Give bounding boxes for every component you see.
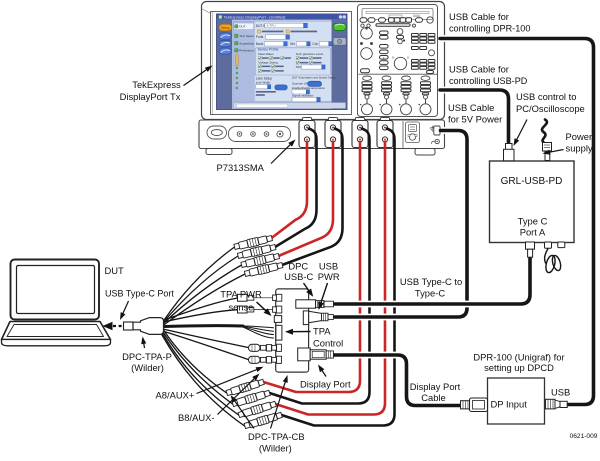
svg-text:Port A: Port A — [520, 227, 546, 238]
svg-text:supply: supply — [566, 143, 593, 154]
svg-text:USB: USB — [319, 261, 338, 272]
svg-text:Con: Con — [312, 42, 318, 46]
svg-text:DPC-TPA-CB: DPC-TPA-CB — [248, 431, 305, 442]
svg-text:TPA: TPA — [313, 326, 331, 337]
svg-text:Power: Power — [566, 131, 593, 142]
svg-text:Display Port: Display Port — [410, 381, 461, 392]
svg-text:Type-C: Type-C — [415, 288, 445, 299]
svg-text:Preferences: Preferences — [239, 49, 256, 53]
svg-text:USB Cable: USB Cable — [448, 102, 494, 113]
svg-text:USB Type-C to: USB Type-C to — [400, 276, 462, 287]
svg-text:GRL-USB-PD: GRL-USB-PD — [501, 176, 563, 187]
svg-text:P7313SMA: P7313SMA — [217, 162, 265, 173]
svg-text:(Wilder): (Wilder) — [259, 443, 292, 454]
svg-text:controlling USB-PD: controlling USB-PD — [449, 76, 528, 86]
svg-text:Ports: Ports — [256, 35, 264, 39]
svg-text:TPA PWR: TPA PWR — [220, 289, 262, 300]
svg-text:Band: Band — [256, 42, 264, 46]
svg-text:TekExpress DisplayPort - (Unti: TekExpress DisplayPort - (Untitled) — [224, 15, 287, 20]
svg-text:Control: Control — [313, 338, 343, 349]
svg-text:USB Type-C Port: USB Type-C Port — [105, 289, 174, 299]
svg-text:USB-C: USB-C — [284, 271, 313, 282]
svg-text:DPC: DPC — [288, 261, 308, 272]
svg-text:0621-009: 0621-009 — [570, 433, 598, 440]
svg-text:USB Cable for: USB Cable for — [449, 11, 509, 22]
svg-text:Device Profile: Device Profile — [258, 48, 279, 52]
svg-text:PWR: PWR — [318, 271, 340, 282]
svg-text:Cable: Cable — [421, 392, 446, 403]
svg-text:S-TPU: S-TPU — [267, 24, 276, 28]
svg-text:Signal validation: Signal validation — [292, 94, 314, 98]
svg-text:DP Input: DP Input — [491, 399, 528, 410]
svg-text:Tech garware Levels: Tech garware Levels — [296, 52, 324, 56]
svg-text:Link Width: Link Width — [256, 81, 271, 85]
svg-text:controlling DPR-100: controlling DPR-100 — [449, 24, 530, 34]
svg-text:Data Rates: Data Rates — [258, 52, 274, 56]
svg-text:DPC-TPA-P: DPC-TPA-P — [122, 351, 172, 362]
svg-text:DUT: DUT — [105, 265, 125, 276]
svg-text:DisplayPort Tx: DisplayPort Tx — [120, 91, 181, 102]
svg-text:TekExpress: TekExpress — [132, 79, 181, 90]
svg-text:USB Cable for: USB Cable for — [449, 64, 509, 75]
svg-text:DUT Automation and Socket Setu: DUT Automation and Socket Setup — [292, 75, 336, 79]
svg-text:DUT: DUT — [239, 25, 245, 29]
svg-text:USB control to: USB control to — [516, 91, 576, 102]
svg-text:B8/AUX-: B8/AUX- — [178, 412, 214, 423]
svg-text:(Wilder): (Wilder) — [131, 362, 164, 373]
svg-text:A8/AUX+: A8/AUX+ — [156, 390, 195, 401]
svg-text:USB: USB — [551, 387, 570, 398]
svg-text:Display Port: Display Port — [300, 379, 351, 390]
svg-text:Acquisitions: Acquisitions — [239, 42, 256, 46]
svg-text:setting up DPCD: setting up DPCD — [484, 362, 554, 373]
svg-text:Voltage Swing: Voltage Swing — [258, 61, 278, 65]
svg-text:Type C: Type C — [518, 216, 548, 227]
svg-text:for 5V Power: for 5V Power — [448, 114, 502, 125]
svg-text:Setup: Setup — [221, 26, 230, 30]
svg-text:DPR-100 (Unigraf) for: DPR-100 (Unigraf) for — [473, 352, 564, 363]
svg-text:sense: sense — [228, 302, 253, 313]
svg-text:PC/Oscilloscope: PC/Oscilloscope — [516, 103, 585, 114]
